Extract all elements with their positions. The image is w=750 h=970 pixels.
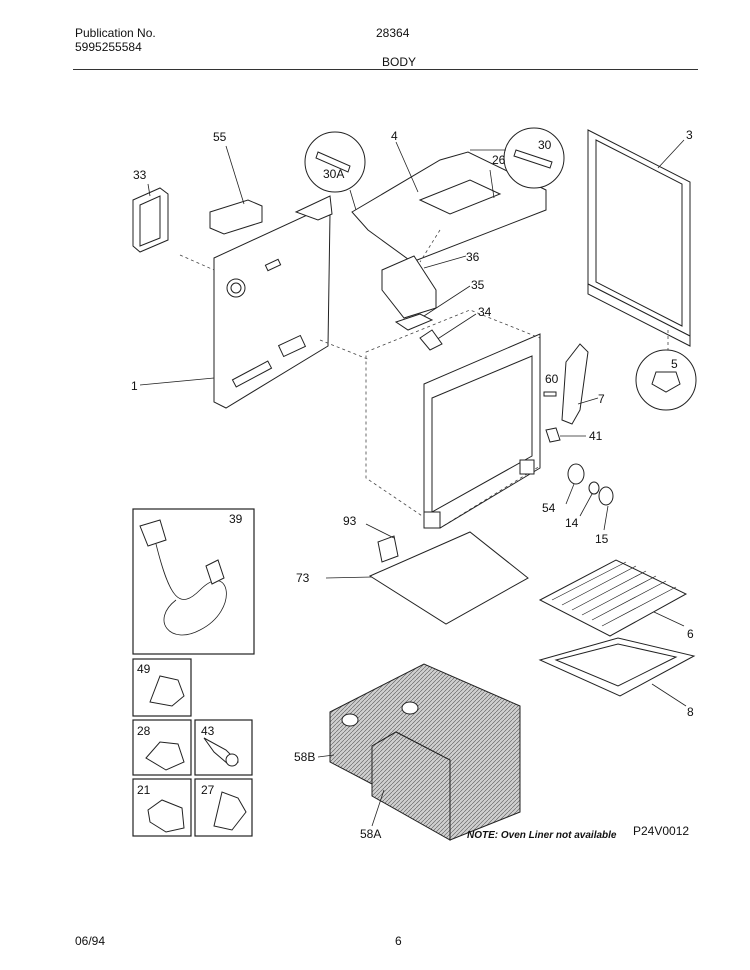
section-title: BODY [382,55,417,69]
part-58-insulation [317,663,521,841]
liner-note: NOTE: Oven Liner not available [467,830,617,841]
part-54-lamp-socket [565,463,585,505]
part-1-rear-panel [139,195,371,409]
callout-5: 5 [671,357,678,371]
callout-8: 8 [687,705,694,719]
callout-34: 34 [478,305,492,319]
callout-27: 27 [201,783,215,797]
part-30-detail [470,127,565,189]
part-6-oven-rack [538,559,688,637]
callout-39: 39 [229,512,243,526]
part-28-box [132,719,192,776]
callout-55: 55 [213,130,227,144]
callout-58a: 58A [360,827,381,841]
callout-35: 35 [471,278,485,292]
callout-6: 6 [687,627,694,641]
part-15-bulb [598,486,614,531]
callout-14: 14 [565,516,579,530]
callout-26: 26 [492,153,506,167]
callout-4: 4 [391,129,398,143]
part-3-side-panel [587,129,691,360]
callout-49: 49 [137,662,151,676]
part-27-box [194,778,253,837]
callout-15: 15 [595,532,609,546]
part-39-cord-box [132,508,255,655]
diagram-code: P24V0012 [633,824,689,838]
part-93-clip [365,523,399,563]
part-4-top-panel [351,141,547,263]
part-49-box [132,658,192,717]
oven-body [365,309,541,529]
callout-58b: 58B [294,750,315,764]
part-7-hinge [543,343,599,425]
callout-33: 33 [133,168,147,182]
callout-60: 60 [545,372,559,386]
part-8-broiler-pan [538,637,696,707]
part-43-box [194,719,253,776]
callout-54: 54 [542,501,556,515]
part-33-bracket [132,183,169,253]
callout-43: 43 [201,724,215,738]
part-5-detail [635,349,697,411]
model-number: 28364 [376,26,410,40]
callout-41: 41 [589,429,603,443]
part-55-block [209,145,263,235]
callout-30: 30 [538,138,552,152]
callout-21: 21 [137,783,151,797]
part-41-pin [545,427,586,443]
callout-93: 93 [343,514,357,528]
callout-28: 28 [137,724,151,738]
part-30a-detail [304,131,366,211]
callout-30a: 30A [323,167,344,181]
callout-7: 7 [598,392,605,406]
callout-3: 3 [686,128,693,142]
header-rule [73,69,698,70]
part-14-lens-ring [579,481,600,517]
callout-1: 1 [131,379,138,393]
part-21-box [132,778,192,837]
part-73-bottom-panel [325,531,529,625]
part-35-gasket [394,285,471,331]
footer-page: 6 [395,934,402,948]
callout-36: 36 [466,250,480,264]
callout-labels: 55 4 3 30 26 33 30A 36 35 34 1 5 60 7 41… [131,128,694,841]
callout-73: 73 [296,571,310,585]
footer-date: 06/94 [75,934,106,948]
publication-number: 5995255584 [75,40,142,54]
publication-label: Publication No. [75,26,156,40]
